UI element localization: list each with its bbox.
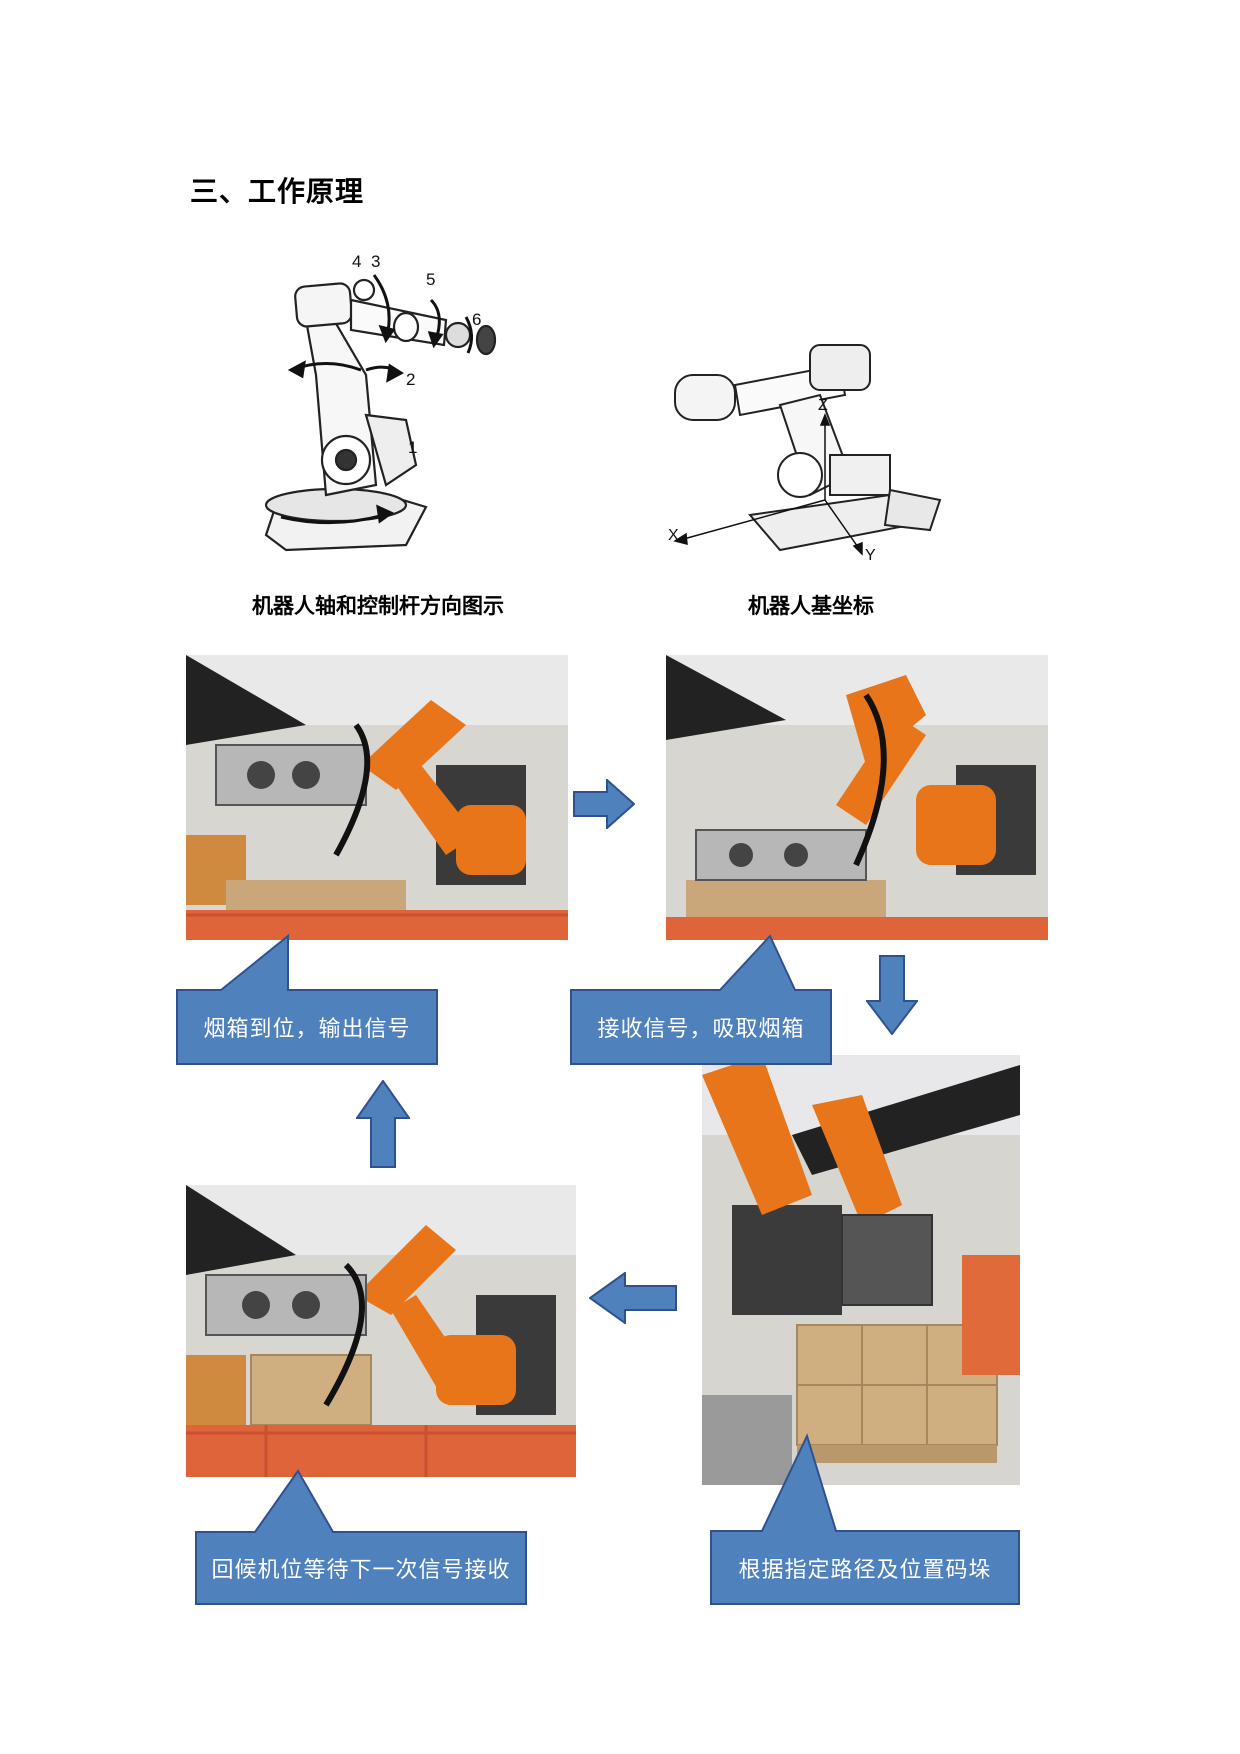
caption-base-coordinate: 机器人基坐标: [748, 594, 874, 618]
photo-return-standby: [186, 1185, 576, 1477]
axis-number-4: 4: [352, 252, 361, 271]
callout-step2-text: 接收信号，吸取烟箱: [597, 1017, 805, 1042]
robot-axis-illustration: 1 2 3 4 5 6: [264, 252, 497, 552]
arrow-down-icon: [864, 955, 920, 1039]
caption-axis-diagram: 机器人轴和控制杆方向图示: [252, 594, 504, 618]
callout-step4: 回候机位等待下一次信号接收: [195, 1469, 527, 1605]
callout-step3-text: 根据指定路径及位置码垛: [738, 1557, 992, 1583]
robot-base-coordinate-diagram: Z X Y: [660, 325, 980, 570]
callout-step1: 烟箱到位，输出信号: [176, 933, 438, 1065]
axis-label-y: Y: [865, 547, 876, 564]
axis-number-5: 5: [426, 270, 435, 289]
axis-label-z: Z: [818, 397, 828, 414]
arrow-left-icon: [588, 1271, 677, 1328]
robot-base-illustration: Z X Y: [668, 344, 942, 564]
robot-axis-diagram: 1 2 3 4 5 6: [186, 245, 586, 565]
axis-number-3: 3: [371, 252, 380, 271]
axis-number-1: 1: [408, 438, 417, 457]
callout-step3: 根据指定路径及位置码垛: [710, 1433, 1020, 1605]
arrow-up-icon: [355, 1079, 411, 1172]
axis-number-2: 2: [406, 370, 415, 389]
callout-step2: 接收信号，吸取烟箱: [570, 934, 832, 1065]
callout-step1-text: 烟箱到位，输出信号: [203, 1017, 411, 1042]
axis-number-6: 6: [472, 310, 481, 329]
callout-step4-text: 回候机位等待下一次信号接收: [211, 1558, 511, 1583]
photo-palletize: [702, 1055, 1020, 1485]
page-title: 三、工作原理: [190, 175, 365, 208]
photo-box-arrived: [186, 655, 568, 940]
photo-pick-box: [666, 655, 1048, 940]
arrow-right-icon: [573, 777, 636, 833]
axis-label-x: X: [668, 527, 679, 544]
